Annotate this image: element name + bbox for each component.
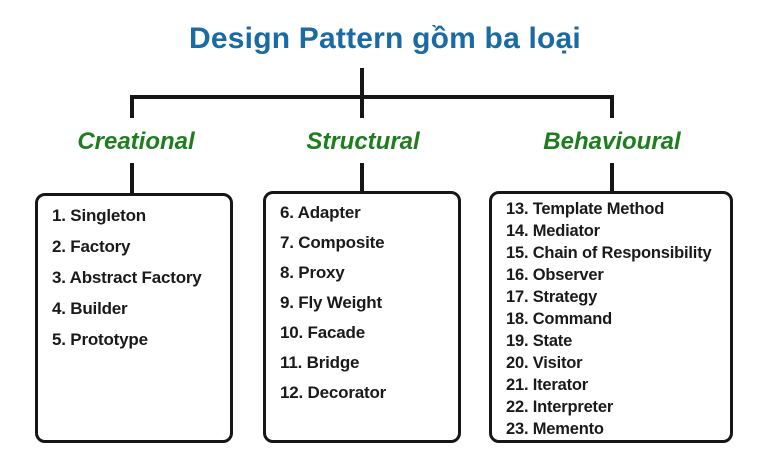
branch-label-behavioural: Behavioural (543, 128, 681, 155)
pattern-list-item: 21. Iterator (506, 375, 588, 394)
creational-patterns-box: 1. Singleton 2. Factory 3. Abstract Factor… (35, 193, 233, 443)
pattern-list-item: 17. Strategy (506, 287, 598, 306)
pattern-list-item: 22. Interpreter (506, 397, 614, 416)
pattern-list-item: 18. Command (506, 309, 612, 328)
pattern-list-item: 12. Decorator (280, 383, 387, 402)
pattern-list-item: 1. Singleton (52, 205, 146, 225)
connector-horizontal-line (130, 95, 614, 99)
pattern-list-item: 16. Observer (506, 265, 604, 284)
pattern-list-item: 2. Factory (52, 236, 131, 256)
pattern-list-item: 15. Chain of Responsibility (506, 243, 712, 262)
pattern-list-item: 7. Composite (280, 233, 385, 252)
pattern-list-item: 6. Adapter (280, 203, 361, 222)
pattern-list-item: 8. Proxy (280, 263, 345, 282)
connector-left-bottom-stub (130, 163, 134, 193)
pattern-list-item: 9. Fly Weight (280, 293, 382, 312)
pattern-list-item: 23. Memento (506, 419, 604, 438)
connector-left-top-stub (130, 95, 134, 118)
pattern-list-item: 11. Bridge (280, 353, 360, 372)
pattern-list-item: 13. Template Method (506, 199, 665, 218)
behavioural-patterns-box: 13. Template Method 14. Mediator 15. Chain… (489, 191, 733, 443)
pattern-list-item: 14. Mediator (506, 221, 600, 240)
connector-trunk-line (360, 68, 364, 118)
diagram-title: Design Pattern gồm ba loại (189, 22, 581, 55)
connector-right-bottom-stub (610, 163, 614, 191)
pattern-list-item: 5. Prototype (52, 329, 148, 349)
pattern-list-item: 4. Builder (52, 298, 128, 318)
branch-label-creational: Creational (77, 128, 195, 155)
connector-right-top-stub (610, 95, 614, 118)
pattern-list-item: 3. Abstract Factory (52, 267, 202, 287)
pattern-list-item: 19. State (506, 331, 573, 350)
branch-label-structural: Structural (306, 128, 420, 155)
connector-middle-bottom-stub (360, 163, 364, 191)
pattern-list-item: 10. Facade (280, 323, 365, 342)
pattern-list-item: 20. Visitor (506, 353, 583, 372)
structural-patterns-box: 6. Adapter 7. Composite 8. Proxy 9. Fly Wei… (263, 191, 461, 443)
